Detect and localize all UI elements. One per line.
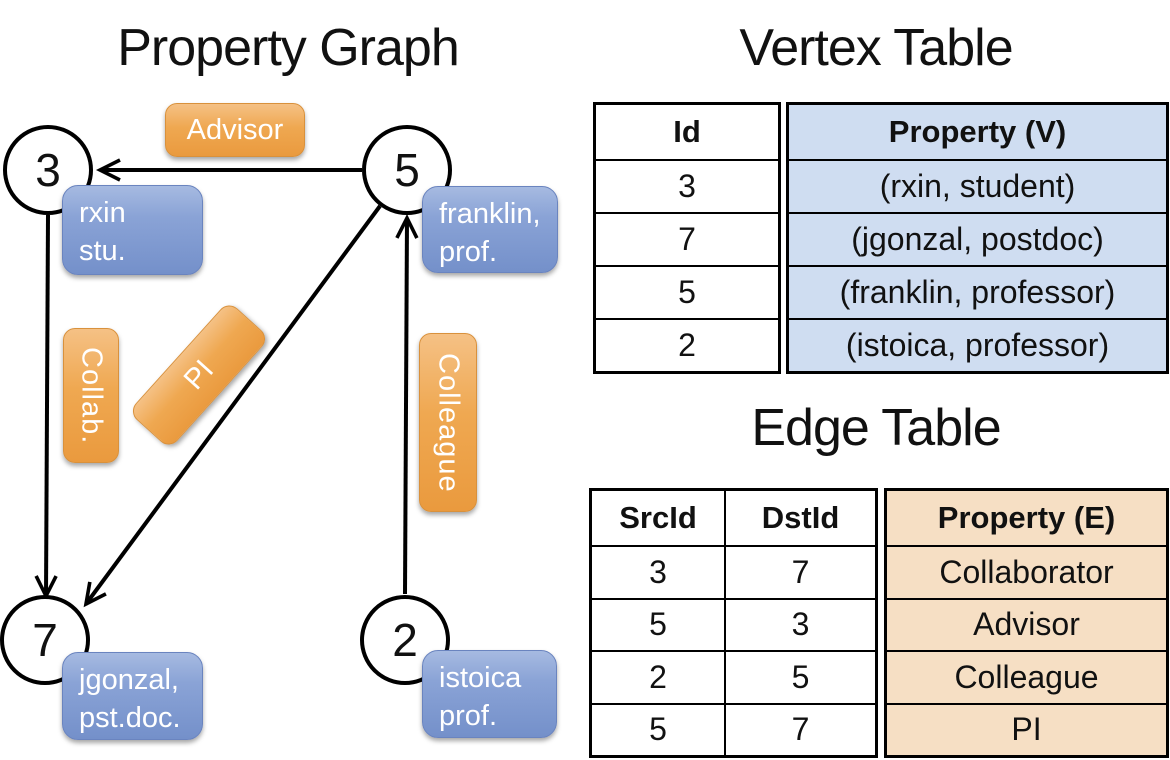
graph-node-3: 3 [3,125,93,215]
edge-table-dstid-cell: 7 [724,545,875,598]
node-id-label: 5 [394,144,420,196]
vertex-table-title: Vertex Table [739,19,1013,77]
vertex-property-box-franklin: franklin, prof. [422,186,558,273]
edge-table-dstid-header: DstId [724,491,875,545]
edge-table-dstid-cell: 7 [724,702,875,755]
edge-line-3-to-7 [34,214,58,601]
graph-node-5: 5 [362,125,452,215]
edge-table-property-cell: PI [887,702,1166,756]
vertex-table-property-header: Property (V) [888,114,1067,149]
edge-table-property-column: Property (E) Collaborator Advisor Collea… [884,488,1169,758]
vertex-table-property-cell: (istoica, professor) [789,318,1166,371]
edge-label-text: Colleague [432,352,465,493]
vertex-property-line: prof. [439,236,498,268]
vertex-property-line: jgonzal, [79,664,179,696]
edge-label-colleague: Colleague [419,333,477,512]
vertex-property-box-jgonzal: jgonzal, pst.doc. [62,652,203,740]
edge-table-srcid-cell: 3 [592,545,724,598]
vertex-property-line: istoica [439,662,522,694]
edge-table-srcid-cell: 5 [592,597,724,651]
vertex-property-box-istoica: istoica prof. [422,650,557,738]
edge-table-dstid-cell: 5 [724,650,875,703]
edge-label-collab: Collab. [63,328,119,463]
edge-label-text: PI [177,353,220,396]
vertex-table-id-column: Id 3 7 5 2 [593,102,781,374]
edge-table-dstid-cell: 3 [724,597,875,650]
node-id-label: 3 [35,144,61,196]
edge-table-srcid-header: SrcId [619,500,697,535]
edge-label-advisor: Advisor [165,103,305,157]
edge-label-pi: PI [128,300,270,450]
property-graph-title: Property Graph [117,19,460,77]
vertex-table-property-column: Property (V) (rxin, student) (jgonzal, p… [786,102,1169,374]
edge-table-property-cell: Collaborator [887,545,1166,598]
vertex-property-box-rxin: rxin stu. [62,185,203,275]
vertex-table-property-cell: (jgonzal, postdoc) [789,212,1166,265]
vertex-table-id-cell: 2 [596,318,778,371]
edge-table-title: Edge Table [751,399,1001,457]
edge-table-property-cell: Advisor [887,597,1166,651]
edge-table-id-columns: SrcId DstId 3 7 5 3 2 5 5 7 [589,488,878,758]
edge-line-2-to-5 [395,213,419,595]
vertex-table-id-cell: 5 [596,265,778,318]
vertex-table-id-header: Id [673,114,701,149]
vertex-property-line: rxin [79,197,126,229]
node-id-label: 2 [392,614,418,666]
vertex-table-id-cell: 3 [596,159,778,212]
edge-table-property-header: Property (E) [937,500,1116,535]
vertex-table-property-cell: (franklin, professor) [789,265,1166,318]
vertex-property-line: franklin, [439,198,541,230]
node-id-label: 7 [32,614,58,666]
edge-label-text: Collab. [75,346,108,445]
edge-table-property-cell: Colleague [887,650,1166,703]
vertex-property-line: pst.doc. [79,702,181,734]
vertex-property-line: prof. [439,700,498,732]
edge-label-text: Advisor [186,113,284,146]
edge-table-srcid-cell: 5 [592,702,724,756]
vertex-table-id-cell: 7 [596,212,778,265]
vertex-property-line: stu. [79,235,126,267]
edge-table-srcid-cell: 2 [592,650,724,703]
vertex-table-property-cell: (rxin, student) [789,159,1166,212]
